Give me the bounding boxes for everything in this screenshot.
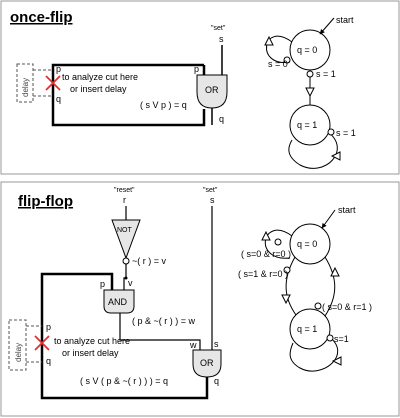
set-s-label-2: s xyxy=(210,195,215,205)
cut-q-label-2: q xyxy=(46,356,51,366)
or-output-q-label: q xyxy=(214,376,219,386)
delay-label: delay xyxy=(21,78,30,97)
and-out-w-label: w xyxy=(189,340,197,350)
transition-node xyxy=(274,238,282,246)
once-flip-feedback-wire xyxy=(51,63,206,127)
cut-mark-icon-2 xyxy=(34,335,50,351)
state-q1-2 xyxy=(289,308,331,350)
transition-node xyxy=(283,266,291,274)
trans-s0: s = 0 xyxy=(268,59,288,69)
loop-arrowhead xyxy=(330,151,341,161)
cut-note-line1-2: to analyze cut here xyxy=(54,336,130,346)
cut-mark-icon xyxy=(45,75,61,91)
self-loop-q1 xyxy=(288,131,338,169)
once-flip-panel xyxy=(0,0,400,175)
flip-flop-panel xyxy=(0,181,400,417)
flip-flop-state-diagram: q = 0 q = 1 start ( s=0 & r=0 ) ( s=1 & … xyxy=(238,205,372,372)
transition-node xyxy=(306,70,314,78)
transition-node xyxy=(283,56,291,64)
trans-s1: s = 1 xyxy=(316,69,336,79)
edge-arrowhead xyxy=(281,294,291,305)
state-q0-2-label: q = 0 xyxy=(297,239,317,249)
set-s-label: s xyxy=(219,34,224,44)
state-q1-label: q = 1 xyxy=(297,120,317,130)
start-label: start xyxy=(336,15,354,25)
and-input-p-label: p xyxy=(100,279,105,289)
not-expression: ~( r ) = v xyxy=(132,256,167,266)
flip-flop-title: flip-flop xyxy=(18,193,73,210)
or-gate xyxy=(196,74,228,109)
delay-connectors-2 xyxy=(26,325,42,363)
and-gate-label: AND xyxy=(108,297,128,307)
or-gate-label: OR xyxy=(205,85,219,95)
not-bubble xyxy=(122,257,130,265)
transition-node xyxy=(327,128,335,136)
cut-p-label: p xyxy=(56,64,61,74)
trans-b: ( s=1 & r=0 ) xyxy=(238,269,288,279)
transition-node xyxy=(314,302,322,310)
edge-arrowhead xyxy=(305,87,315,98)
delay-box-2 xyxy=(8,319,27,371)
cut-q-label: q xyxy=(56,94,61,104)
not-out-v-label: v xyxy=(128,278,133,288)
set-label-2: "set" xyxy=(203,187,218,194)
self-loop-q1-2 xyxy=(289,335,339,372)
set-label: "set" xyxy=(211,25,226,32)
self-loop-q0 xyxy=(266,35,293,63)
start-label-2: start xyxy=(338,205,356,215)
or-input-s-label: s xyxy=(214,339,219,349)
state-q0-2 xyxy=(289,223,331,265)
start-arrow-2 xyxy=(321,209,336,229)
gate-input-p-label: p xyxy=(194,64,199,74)
and-expression: ( p & ~( r ) ) = w xyxy=(132,316,196,326)
flip-flop-feedback-wire xyxy=(40,272,209,400)
transition-node xyxy=(326,334,334,342)
gate-output-q-label: q xyxy=(219,114,224,124)
trans-a: ( s=0 & r=0 ) xyxy=(241,249,291,259)
trans-d: s=1 xyxy=(334,334,349,344)
junction xyxy=(124,276,128,280)
cut-note-line2-2: or insert delay xyxy=(62,348,119,358)
loop-arrowhead xyxy=(264,35,274,46)
loop-arrowhead xyxy=(261,230,271,241)
not-gate xyxy=(111,219,141,260)
once-flip-title: once-flip xyxy=(10,9,73,26)
reset-label: "reset" xyxy=(114,187,135,194)
loop-arrowhead xyxy=(331,356,342,366)
once-flip-expression: ( s V p ) = q xyxy=(140,100,187,110)
edge-q0-q1-2 xyxy=(285,256,297,316)
not-gate-label: NOT xyxy=(117,227,133,234)
edge-q1-q0-2 xyxy=(324,256,336,317)
reset-r-label: r xyxy=(123,195,126,205)
delay-connectors xyxy=(33,69,53,97)
state-q1-2-label: q = 1 xyxy=(297,324,317,334)
start-arrow xyxy=(319,17,335,35)
flip-flop-expression: ( s V ( p & ~( r ) ) ) = q xyxy=(80,376,168,386)
delay-label-2: delay xyxy=(14,343,23,362)
cut-p-label-2: p xyxy=(46,322,51,332)
trans-s1b: s = 1 xyxy=(336,128,356,138)
delay-box xyxy=(16,63,34,103)
cut-note-line2: or insert delay xyxy=(70,84,127,94)
edge-arrowhead xyxy=(330,266,340,277)
cut-note-line1: to analyze cut here xyxy=(62,72,138,82)
state-q0-label: q = 0 xyxy=(297,45,317,55)
or-gate-2-label: OR xyxy=(200,358,214,368)
and-gate xyxy=(103,289,135,314)
once-flip-state-diagram: q = 0 q = 1 start s = 0 s = 1 s = 1 xyxy=(264,15,356,169)
trans-c: ( s=0 & r=1 ) xyxy=(322,302,372,312)
